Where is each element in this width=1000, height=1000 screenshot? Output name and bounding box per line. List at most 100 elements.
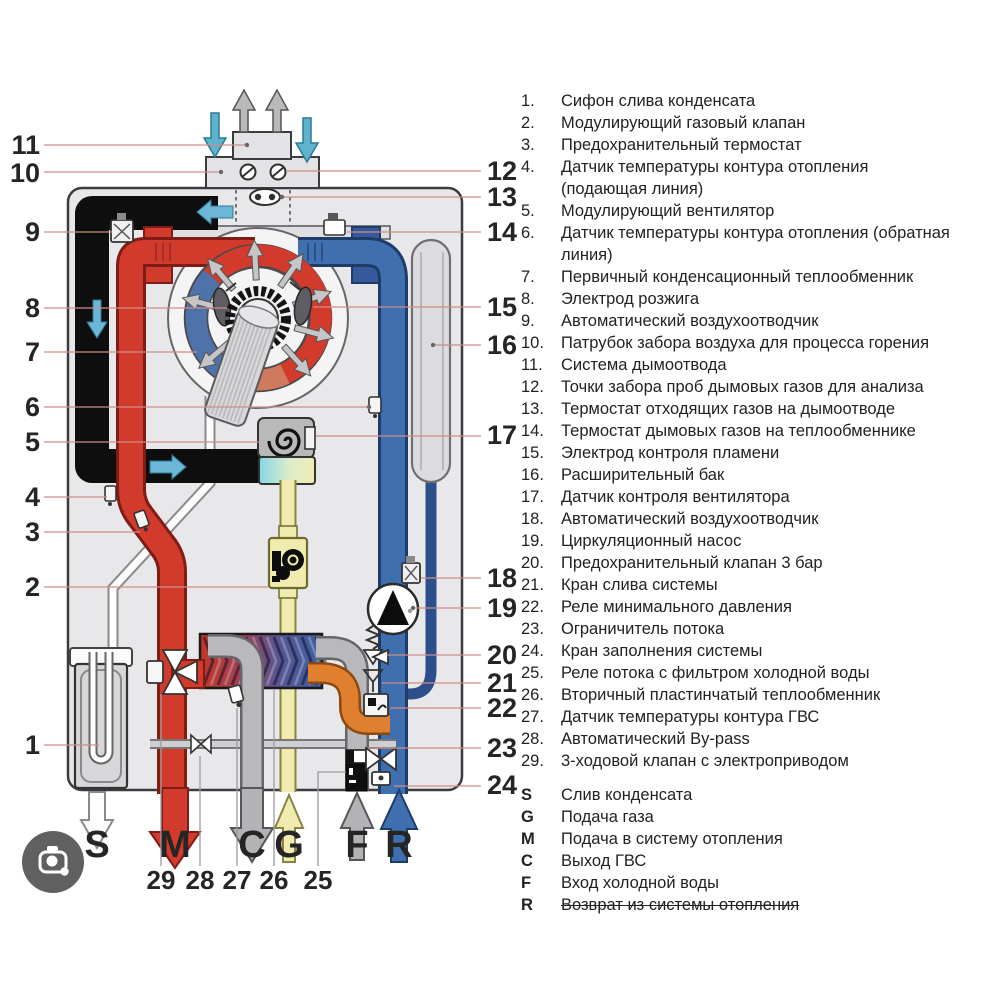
legend-item: 27. Датчик температуры контура ГВС <box>521 706 997 728</box>
flow-arrow-icon <box>86 299 108 339</box>
bottom-number-labels: 29 28 27 26 25 <box>147 865 333 895</box>
condensate-siphon <box>69 647 133 790</box>
legend-item: 24. Кран заполнения системы <box>521 640 997 662</box>
legend-port-letter: M <box>521 830 535 848</box>
callout-label: 22 <box>487 693 517 723</box>
legend-panel: 1. Сифон слива конденсата 2. Модулирующи… <box>521 90 997 916</box>
gas-in-arrow <box>273 792 305 863</box>
legend-item-text: Кран слива системы <box>561 576 718 594</box>
callout-label: 24 <box>487 770 517 800</box>
legend-item-number: 5. <box>521 202 535 220</box>
legend-item: 26. Вторичный пластинчатый теплообменник <box>521 684 997 706</box>
heating-return-arrow <box>379 787 419 863</box>
air-intake-arrow-icon <box>202 112 228 159</box>
flue-assembly <box>202 88 320 228</box>
legend-item-text: Автоматический By-pass <box>561 730 750 748</box>
legend-item: 5. Модулирующий вентилятор <box>521 200 997 222</box>
auto-air-vent-top <box>110 213 134 243</box>
legend-item: 12. Точки забора проб дымовых газов для … <box>521 376 997 398</box>
legend-item-number: 17. <box>521 488 544 506</box>
legend-item: 15. Электрод контроля пламени <box>521 442 997 464</box>
legend-item: 10. Патрубок забора воздуха для процесса… <box>521 332 997 354</box>
callout-label: 25 <box>304 865 333 895</box>
callout-label: 18 <box>487 563 517 593</box>
callout-label: 27 <box>223 865 252 895</box>
google-lens-button[interactable] <box>22 831 84 893</box>
legend-item-text: Кран заполнения системы <box>561 642 763 660</box>
legend-item-number: 20. <box>521 554 544 572</box>
venturi <box>258 456 316 485</box>
legend-item-text: Патрубок забора воздуха для процесса гор… <box>561 334 930 352</box>
fan-sensor-tab <box>304 426 316 450</box>
flow-arrow-icon <box>149 453 187 481</box>
callout-label: 6 <box>25 392 40 422</box>
legend-item-text: Ограничитель потока <box>561 620 725 638</box>
legend-item-text: Датчик температуры контура ГВС <box>561 708 820 726</box>
legend-item-number: 22. <box>521 598 544 616</box>
port-letter: S <box>84 824 109 866</box>
safety-valve <box>362 625 389 666</box>
legend-item: 13. Термостат отходящих газов на дымоотв… <box>521 398 997 420</box>
legend-port: S Слив конденсата <box>521 784 997 806</box>
callout-label: 13 <box>487 182 517 212</box>
legend-item-text: Первичный конденсационный теплообменник <box>561 268 914 286</box>
legend-port-letter: F <box>521 874 532 892</box>
legend-item: 21. Кран слива системы <box>521 574 997 596</box>
callout-labels-left: 11 10 9 8 7 6 5 4 3 2 1 <box>10 130 40 760</box>
expansion-vessel <box>410 238 452 484</box>
flow-temp-sensor <box>104 485 117 506</box>
port-letter-labels: S M C G F R <box>84 824 412 866</box>
safety-thermostat <box>133 509 150 532</box>
port-arrows <box>79 787 419 870</box>
legend-item: 20. Предохранительный клапан 3 бар <box>521 552 997 574</box>
gas-valve <box>267 536 309 590</box>
legend-item-number: 26. <box>521 686 544 704</box>
legend-item: 2. Модулирующий газовый клапан <box>521 112 997 134</box>
legend-item-text: Датчик температуры контура отопления (по… <box>561 158 869 198</box>
callout-label: 19 <box>487 593 517 623</box>
legend-port-text: Возврат из системы отопления <box>561 896 800 914</box>
heating-return-pipe <box>298 237 408 794</box>
port-letter: G <box>274 824 304 866</box>
legend-item: 1. Сифон слива конденсата <box>521 90 997 112</box>
legend-item-text: Электрод розжига <box>561 290 700 308</box>
filling-valve <box>365 746 397 786</box>
legend-item-text: Модулирующий газовый клапан <box>561 114 806 132</box>
condensate-out-arrow <box>79 791 115 851</box>
legend-item-text: Предохранительный термостат <box>561 136 802 154</box>
legend-items: 1. Сифон слива конденсата 2. Модулирующи… <box>521 90 997 772</box>
port-letter: C <box>238 824 265 866</box>
callout-label: 1 <box>25 730 40 760</box>
legend-item: 14. Термостат дымовых газов на теплообме… <box>521 420 997 442</box>
burner <box>204 286 291 427</box>
legend-ports: S Слив конденсата G Подача газа M Подача… <box>521 784 997 916</box>
legend-item-text: Автоматический воздухоотводчик <box>561 510 819 528</box>
legend-port: F Вход холодной воды <box>521 872 997 894</box>
port-letter: M <box>159 824 191 866</box>
port-letter: R <box>385 824 412 866</box>
legend-port-text: Слив конденсата <box>561 786 693 804</box>
legend-item-text: Циркуляционный насос <box>561 532 742 550</box>
legend-item-number: 9. <box>521 312 535 330</box>
legend-item: 9. Автоматический воздухоотводчик <box>521 310 997 332</box>
callout-label: 21 <box>487 668 517 698</box>
legend-item-number: 10. <box>521 334 544 352</box>
legend-item-number: 11. <box>521 356 543 374</box>
legend-item-text: Вторичный пластинчатый теплообменник <box>561 686 881 704</box>
legend-item-number: 29. <box>521 752 544 770</box>
port-letter: F <box>345 824 368 866</box>
callout-label: 12 <box>487 156 517 186</box>
legend-item: 19. Циркуляционный насос <box>521 530 997 552</box>
callout-label: 5 <box>25 427 40 457</box>
callout-dots <box>218 142 436 611</box>
legend-port-text: Подача в систему отопления <box>561 830 783 848</box>
dhw-out-pipe <box>208 634 264 790</box>
legend-port-letter: G <box>521 808 534 826</box>
dhw-temp-sensor <box>227 684 245 708</box>
legend-item-number: 19. <box>521 532 544 550</box>
flow-switch <box>345 763 368 792</box>
legend-item: 4. Датчик температуры контура отопления … <box>521 156 997 200</box>
legend-item-text: Система дымоотвода <box>561 356 727 374</box>
legend-item: 29. 3-ходовой клапан с электроприводом <box>521 750 997 772</box>
callout-label: 8 <box>25 293 40 323</box>
